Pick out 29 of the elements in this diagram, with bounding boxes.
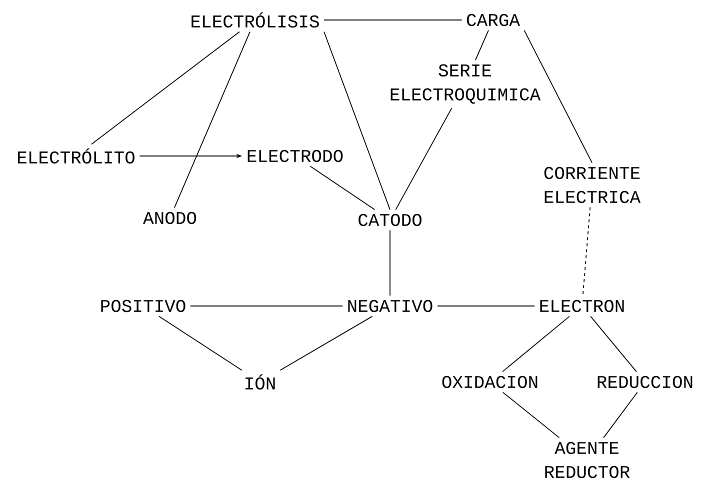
connector-line [280,316,373,371]
connector-line [582,206,591,296]
concept-label: OXIDACION [442,376,538,388]
connector-line [590,316,637,372]
concept-label: SERIE ELECTROQUIMICA [390,64,541,104]
concept-label: IÓN [246,374,275,390]
concept-label: CATODO [358,214,422,226]
connector-line [174,31,250,208]
connector-line [158,316,242,371]
connector-line [502,316,570,372]
concept-label: NEGATIVO [348,300,432,312]
concept-label: ELECTRÓLISIS [192,12,319,28]
concept-label: POSITIVO [101,300,186,312]
connector-line [310,166,376,210]
concept-label: ELECTRODO [248,150,343,162]
concept-label: CORRIENTE ELECTRICA [544,166,641,204]
connector-line [603,392,638,438]
concept-label: CARGA [466,14,520,26]
connector-line [502,392,560,438]
connector-line [91,31,240,145]
concept-label: REDUCCION [598,376,692,388]
concept-label: ANODO [143,212,196,224]
connector-line [475,30,489,61]
concept-label: AGENTE REDUCTOR [545,442,630,478]
concept-label: ELECTRON [540,300,624,312]
connector-line [324,31,390,210]
connector-line [524,30,592,164]
concept-label: ELECTRÓLITO [18,148,134,164]
connector-line [395,107,452,210]
